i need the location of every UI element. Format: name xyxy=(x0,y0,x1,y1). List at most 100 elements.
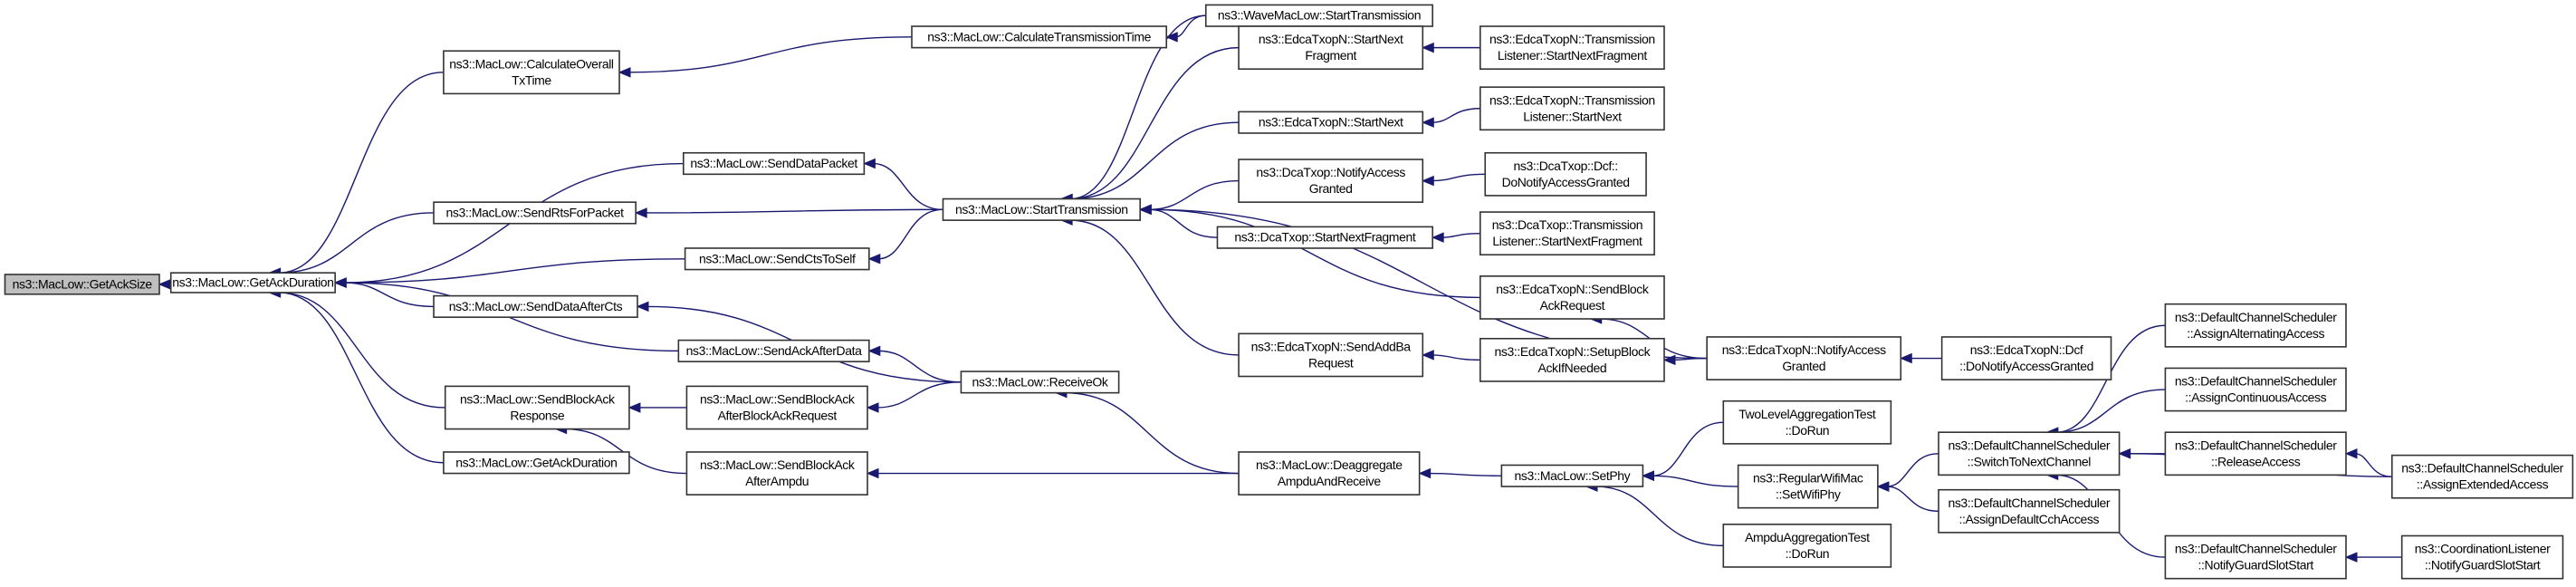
edge-line xyxy=(1149,208,1480,299)
arrowhead-icon xyxy=(1662,354,1676,366)
node-label: ns3::EdcaTxopN::SendAddBa xyxy=(1251,339,1412,353)
node-label: ns3::DefaultChannelScheduler xyxy=(1948,438,2110,452)
node-label: ns3::MacLow::SendDataPacket xyxy=(690,156,857,170)
edge-line xyxy=(1432,108,1480,123)
node-box xyxy=(942,197,1142,221)
graph-node[interactable]: ns3::MacLow::SendBlockAckAfterBlockAckRe… xyxy=(685,385,868,430)
arrowhead-icon xyxy=(1876,481,1890,492)
edge-line xyxy=(1064,391,1240,475)
graph-node[interactable]: ns3::MacLow::SendAckAfterData xyxy=(677,339,870,362)
arrowhead-icon xyxy=(618,67,631,78)
graph-node[interactable]: ns3::EdcaTxopN::StartNext xyxy=(1238,111,1424,134)
edge-n25-to-n19 xyxy=(1431,232,1480,243)
graph-node[interactable]: ns3::DcaTxop::Dcf::DoNotifyAccessGranted xyxy=(1484,151,1647,197)
node-label: ns3::MacLow::SendBlockAck xyxy=(700,391,856,406)
arrowhead-icon xyxy=(867,345,881,357)
graph-node[interactable]: ns3::MacLow::ReceiveOk xyxy=(960,370,1120,394)
graph-node[interactable]: ns3::DcaTxop::NotifyAccessGranted xyxy=(1238,159,1424,203)
node-label: ns3::EdcaTxopN::SetupBlock xyxy=(1495,344,1652,359)
edge-n37-to-n34 xyxy=(2045,389,2166,438)
node-label: ns3::DefaultChannelScheduler xyxy=(2175,438,2337,452)
edge-line xyxy=(344,258,685,284)
edge-line xyxy=(628,36,913,73)
graph-node[interactable]: ns3::EdcaTxopN::TransmissionListener::St… xyxy=(1479,25,1665,71)
node-box xyxy=(1706,336,1902,380)
node-box xyxy=(1940,336,2112,380)
node-box xyxy=(444,385,630,430)
edge-n2-to-n1 xyxy=(268,72,444,278)
graph-node[interactable]: ns3::DefaultChannelScheduler::AssignDefa… xyxy=(1938,488,2121,534)
graph-node[interactable]: ns3::EdcaTxopN::NotifyAccessGranted xyxy=(1706,336,1902,380)
edge-line xyxy=(1432,173,1486,182)
graph-node[interactable]: ns3::DefaultChannelScheduler::ReleaseAcc… xyxy=(2164,431,2347,476)
node-label: ::DoRun xyxy=(1786,546,1830,561)
graph-node[interactable]: ns3::MacLow::SetPhy xyxy=(1500,464,1644,487)
graph-node[interactable]: ns3::EdcaTxopN::Dcf::DoNotifyAccessGrant… xyxy=(1940,336,2112,380)
graph-node[interactable]: ns3::DefaultChannelScheduler::AssignCont… xyxy=(2164,367,2347,412)
graph-node[interactable]: TwoLevelAggregationTest::DoRun xyxy=(1722,399,1892,445)
edge-line xyxy=(877,350,962,383)
node-label: ::SwitchToNextChannel xyxy=(1968,454,2092,468)
graph-node[interactable]: ns3::RegularWifiMac::SetWifiPhy xyxy=(1737,464,1879,509)
node-box xyxy=(677,339,870,362)
graph-node[interactable]: ns3::MacLow::SendDataPacket xyxy=(682,151,866,176)
graph-node[interactable]: ns3::DefaultChannelScheduler::NotifyGuar… xyxy=(2164,534,2347,580)
edge-line xyxy=(1886,486,1939,512)
edge-line xyxy=(278,292,444,464)
graph-node[interactable]: ns3::MacLow::StartTransmission xyxy=(942,197,1142,221)
arrowhead-icon xyxy=(636,301,649,313)
edge-line xyxy=(1070,14,1206,200)
node-label: ::DoRun xyxy=(1786,423,1830,438)
node-box xyxy=(1216,226,1433,249)
graph-node[interactable]: AmpduAggregationTest::DoRun xyxy=(1722,523,1892,568)
arrowhead-icon xyxy=(158,279,171,290)
node-box xyxy=(1238,332,1424,378)
edge-n13-to-n4 xyxy=(634,207,943,218)
graph-node[interactable]: ns3::DefaultChannelScheduler::AssignAlte… xyxy=(2164,303,2347,348)
graph-node[interactable]: ns3::DcaTxop::TransmissionListener::Star… xyxy=(1479,211,1655,256)
edge-line xyxy=(278,292,445,409)
graph-node[interactable]: ns3::EdcaTxopN::StartNextFragment xyxy=(1238,25,1424,71)
arrowhead-icon xyxy=(1642,470,1654,482)
graph-node[interactable]: ns3::MacLow::GetAckDuration xyxy=(443,451,630,475)
node-label: ns3::EdcaTxopN::SendBlock xyxy=(1496,282,1650,296)
graph-node[interactable]: ns3::EdcaTxopN::TransmissionListener::St… xyxy=(1479,86,1665,131)
edge-n14-to-n10 xyxy=(866,381,962,413)
node-label: ns3::DcaTxop::Dcf:: xyxy=(1513,159,1617,173)
graph-node[interactable]: ns3::CoordinationListener::NotifyGuardSl… xyxy=(2400,534,2564,580)
edge-n41-to-n40 xyxy=(2344,552,2402,563)
node-label: ::AssignContinuousAccess xyxy=(2185,390,2327,405)
arrowhead-icon xyxy=(1421,175,1434,187)
graph-node[interactable]: ns3::WaveMacLow::StartTransmission xyxy=(1204,4,1433,27)
node-label: ns3::DefaultChannelScheduler xyxy=(2175,310,2337,324)
arrowhead-icon xyxy=(1431,232,1444,243)
node-label: AmpduAndReceive xyxy=(1278,474,1381,488)
graph-node[interactable]: ns3::MacLow::SendRtsForPacket xyxy=(433,201,637,225)
graph-node[interactable]: ns3::MacLow::CalculateTransmissionTime xyxy=(911,25,1168,49)
arrowhead-icon xyxy=(866,402,879,413)
node-label: ns3::CoordinationListener xyxy=(2415,542,2551,556)
edge-n21-to-n11 xyxy=(866,467,1240,479)
edge-line xyxy=(1070,46,1240,200)
graph-node[interactable]: ns3::DcaTxop::StartNextFragment xyxy=(1216,226,1433,249)
edge-line xyxy=(645,208,943,214)
node-label: ns3::MacLow::SendBlockAck xyxy=(700,457,856,472)
graph-node[interactable]: ns3::MacLow::SendCtsToSelf xyxy=(684,247,870,271)
graph-node[interactable]: ns3::DefaultChannelScheduler::SwitchToNe… xyxy=(1938,431,2121,476)
node-label: ns3::MacLow::SetPhy xyxy=(1514,468,1630,483)
arrowhead-icon xyxy=(1899,352,1912,364)
graph-node[interactable]: ns3::MacLow::GetAckDuration xyxy=(169,272,336,294)
node-label: ::ReleaseAccess xyxy=(2211,454,2301,468)
graph-node[interactable]: ns3::MacLow::SendDataAfterCts xyxy=(433,294,638,318)
arrowhead-icon xyxy=(1421,42,1434,53)
graph-node[interactable]: ns3::DefaultChannelScheduler::AssignExte… xyxy=(2390,454,2574,499)
root-node[interactable]: ns3::MacLow::GetAckSize xyxy=(4,274,160,295)
